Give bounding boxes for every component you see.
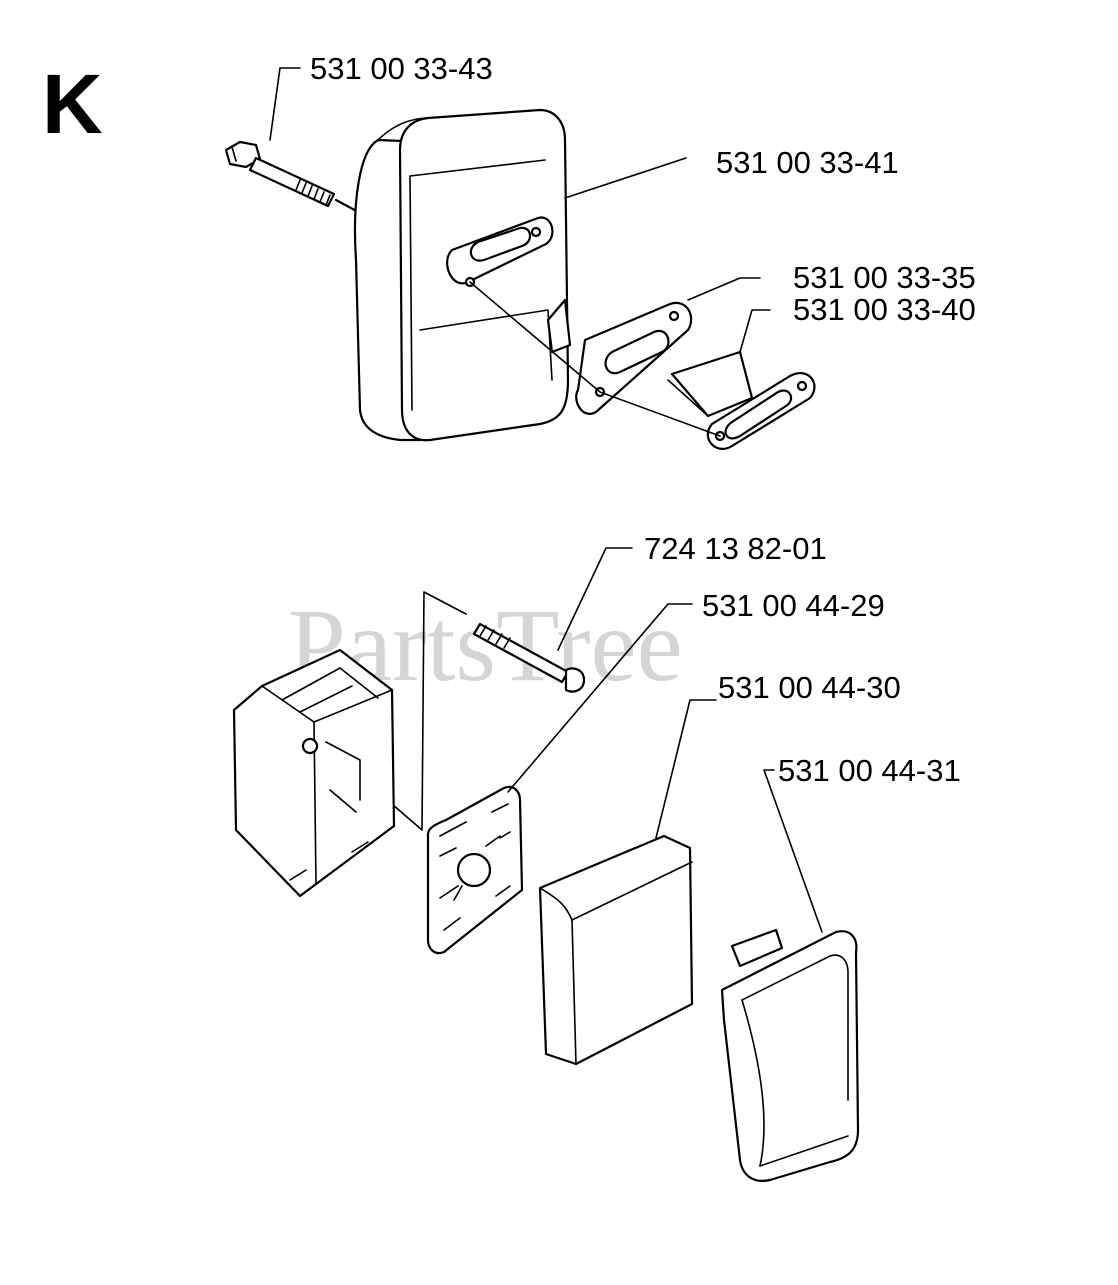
muffler-body — [353, 108, 572, 442]
muffler-bolt — [224, 140, 364, 216]
label-muffler-bolt: 531 00 33-43 — [310, 51, 493, 86]
filter-cover — [720, 928, 860, 1182]
label-muffler: 531 00 33-41 — [716, 145, 899, 180]
label-filter-cover: 531 00 44-31 — [778, 753, 961, 788]
filter-screw — [472, 622, 586, 693]
label-filter-holder: 531 00 44-29 — [702, 588, 885, 623]
label-gasket: 531 00 33-35 — [793, 260, 976, 295]
muffler-gasket — [575, 301, 693, 415]
filter-holder — [426, 785, 524, 955]
label-filter-screw: 724 13 82-01 — [644, 531, 827, 566]
exhaust-deflector — [667, 350, 816, 450]
section-letter: K — [42, 57, 103, 151]
label-air-filter: 531 00 44-30 — [718, 670, 901, 705]
filter-housing — [232, 648, 396, 898]
label-exhaust-deflector: 531 00 33-40 — [793, 292, 976, 327]
air-filter — [538, 834, 694, 1066]
